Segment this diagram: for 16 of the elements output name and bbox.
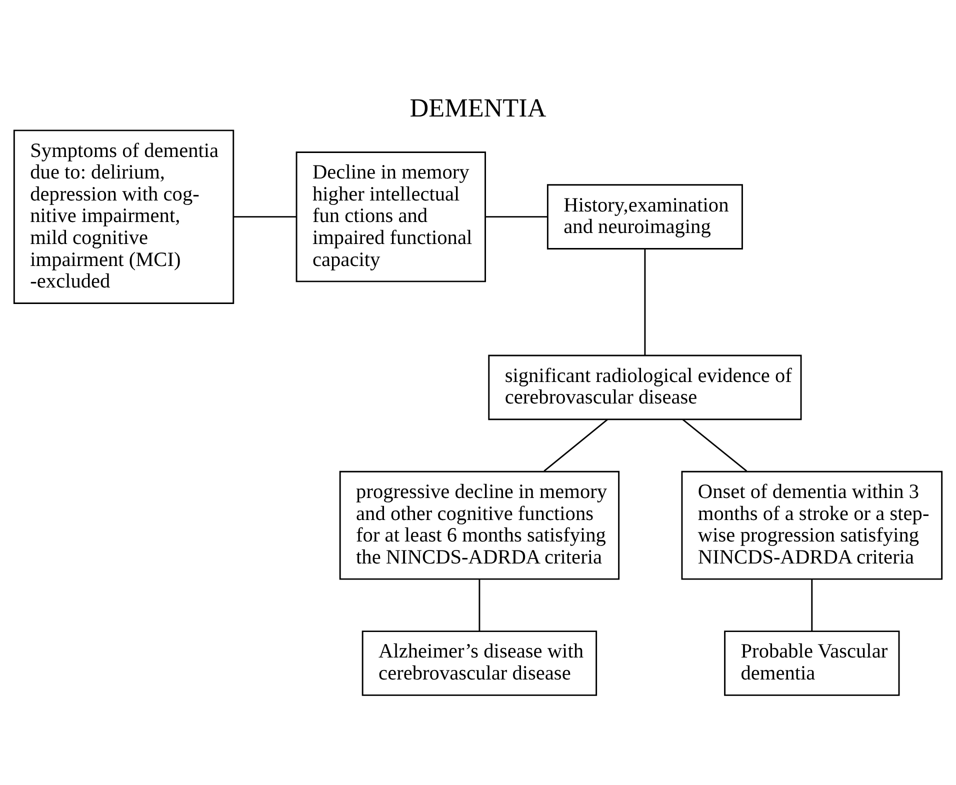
connector [811,579,813,631]
connector [544,418,608,472]
connector [478,579,480,631]
node-box: significant radiological evidence of cerebrovascular disease [488,354,802,420]
node-box: Alzheimer’s disease with cerebrovascular disease [362,630,598,696]
connector [682,418,748,472]
connector [644,249,646,356]
node-box: Onset of dementia within 3 months of a stroke or a step- wise progression satisfying NINCDS-ADRDA criteria [681,470,943,580]
connector [486,216,548,218]
node-box: Probable Vascular dementia [724,630,900,696]
node-box: progressive decline in memory and other cognitive functions for at least 6 months satisfying the NINCDS-ADRDA criteria [339,470,620,580]
node-box: Decline in memory higher intellectual fun ctions and impaired functional capacity [296,152,486,282]
connector [234,216,296,218]
node-box: Symptoms of dementia due to: delirium, depression with cog- nitive impairment, mild cognitive impairment (MCI) -excluded [13,130,234,304]
node-box: History,examination and neuroimaging [546,184,743,250]
diagram-title: DEMENTIA [410,94,546,123]
